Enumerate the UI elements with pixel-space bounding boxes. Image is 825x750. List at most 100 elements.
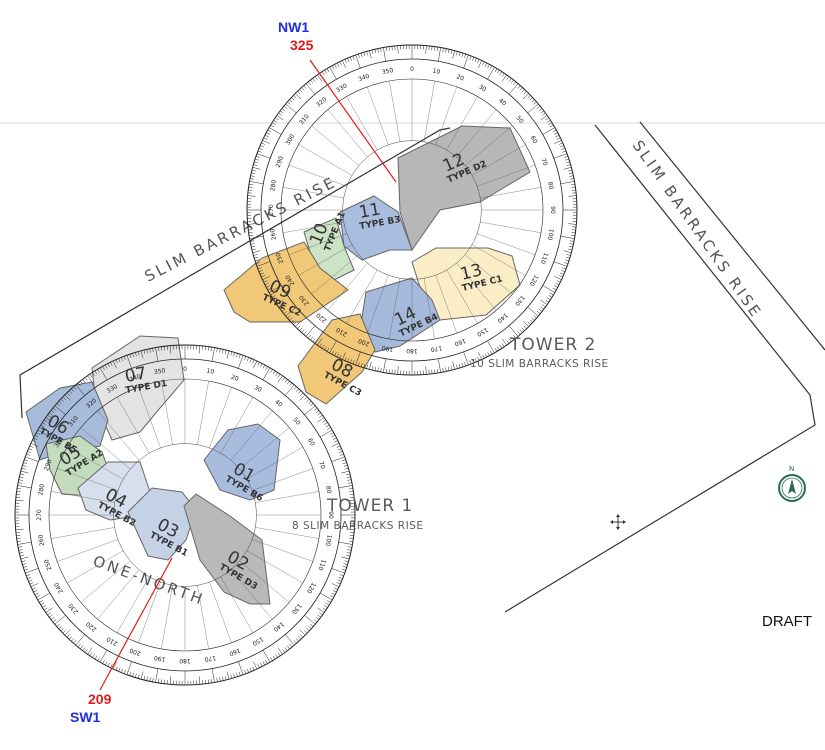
svg-text:300: 300: [284, 133, 296, 147]
svg-text:180: 180: [179, 657, 191, 664]
marker-sw1-bearing: 209: [88, 691, 112, 707]
bearing-line-nw1: [309, 59, 397, 183]
svg-text:260: 260: [269, 228, 278, 241]
svg-text:50: 50: [514, 115, 524, 125]
svg-text:20: 20: [455, 73, 465, 82]
unit-01-shape[interactable]: [203, 423, 281, 501]
svg-text:330: 330: [106, 383, 120, 395]
svg-text:340: 340: [129, 373, 142, 384]
tower-2-address: 10 SLIM BARRACKS RISE: [470, 358, 609, 370]
tower-1-address: 8 SLIM BARRACKS RISE: [292, 520, 424, 532]
svg-text:270: 270: [268, 204, 275, 216]
svg-text:130: 130: [513, 294, 526, 307]
svg-text:300: 300: [53, 435, 65, 449]
svg-text:0: 0: [410, 66, 414, 73]
svg-text:10: 10: [432, 68, 441, 76]
svg-text:240: 240: [53, 581, 65, 595]
svg-text:290: 290: [43, 458, 54, 471]
svg-text:220: 220: [85, 620, 98, 633]
svg-text:140: 140: [496, 311, 509, 324]
bearing-line-sw1: [99, 557, 173, 691]
svg-text:0: 0: [183, 366, 187, 373]
svg-text:70: 70: [317, 460, 326, 470]
svg-text:130: 130: [290, 602, 303, 615]
tower-2-units: [223, 125, 531, 405]
svg-text:200: 200: [357, 337, 370, 348]
svg-text:250: 250: [275, 251, 286, 264]
north-compass-icon: N: [778, 465, 806, 502]
site-boundary-north: [19, 127, 451, 419]
svg-text:340: 340: [357, 73, 370, 84]
svg-text:310: 310: [298, 113, 311, 126]
svg-text:240: 240: [284, 273, 296, 287]
svg-text:110: 110: [316, 558, 327, 571]
svg-text:10: 10: [206, 368, 215, 376]
marker-nw1-name: NW1: [278, 19, 309, 35]
svg-text:280: 280: [269, 179, 278, 192]
unit-06-shape[interactable]: [25, 381, 109, 461]
svg-text:350: 350: [381, 67, 394, 76]
svg-text:160: 160: [453, 337, 466, 348]
svg-text:80: 80: [324, 485, 332, 494]
svg-text:150: 150: [475, 326, 489, 338]
svg-text:120: 120: [528, 274, 540, 288]
svg-text:350: 350: [153, 367, 166, 376]
compass-label: N: [789, 465, 794, 473]
svg-text:150: 150: [251, 635, 265, 647]
svg-text:90: 90: [549, 206, 556, 214]
svg-text:190: 190: [381, 344, 394, 353]
tower-2-label: TOWER 2 10 SLIM BARRACKS RISE: [470, 335, 609, 370]
marker-nw1-bearing: 325: [290, 37, 314, 53]
svg-text:40: 40: [497, 97, 507, 107]
svg-text:220: 220: [315, 311, 328, 324]
svg-text:320: 320: [315, 96, 328, 109]
unit-number: 11: [357, 199, 382, 222]
svg-text:280: 280: [37, 483, 46, 496]
svg-text:250: 250: [43, 558, 54, 571]
svg-text:50: 50: [291, 416, 301, 426]
svg-text:270: 270: [36, 509, 43, 521]
svg-text:200: 200: [128, 646, 141, 657]
marker-sw1-name: SW1: [70, 709, 101, 725]
tower-1-units: [25, 335, 281, 605]
unit-09-shape[interactable]: [223, 241, 349, 323]
svg-text:170: 170: [204, 654, 217, 663]
svg-text:100: 100: [546, 228, 555, 241]
svg-text:30: 30: [253, 384, 263, 394]
draft-label: DRAFT: [762, 613, 812, 630]
svg-text:180: 180: [406, 347, 418, 354]
unit-11-shape[interactable]: [339, 195, 413, 261]
svg-text:160: 160: [228, 646, 241, 657]
svg-text:80: 80: [546, 181, 554, 190]
svg-text:210: 210: [335, 326, 349, 338]
unit-08-shape[interactable]: [297, 313, 376, 405]
move-cursor-icon: [610, 514, 626, 530]
svg-text:60: 60: [306, 437, 316, 447]
svg-text:170: 170: [430, 344, 443, 353]
svg-text:90: 90: [327, 511, 334, 519]
svg-text:60: 60: [529, 135, 539, 145]
svg-text:20: 20: [230, 374, 240, 383]
tower-2-name: TOWER 2: [509, 335, 596, 355]
unit-12-shape[interactable]: [397, 125, 531, 252]
svg-text:110: 110: [539, 251, 550, 264]
svg-text:100: 100: [324, 534, 333, 547]
svg-text:260: 260: [37, 534, 46, 547]
svg-text:40: 40: [273, 398, 283, 408]
svg-text:140: 140: [272, 620, 285, 633]
svg-text:290: 290: [275, 155, 286, 168]
road-edge-east: [639, 121, 825, 351]
unit-02-shape[interactable]: [183, 493, 271, 605]
svg-text:330: 330: [335, 82, 349, 94]
svg-text:70: 70: [539, 157, 548, 167]
tower-1-name: TOWER 1: [326, 496, 413, 516]
unit-number: 07: [123, 363, 148, 386]
road-label-east: SLIM BARRACKS RISE: [629, 137, 766, 322]
site-boundary-east: [504, 124, 816, 613]
svg-text:210: 210: [105, 635, 119, 647]
svg-text:120: 120: [305, 581, 317, 595]
